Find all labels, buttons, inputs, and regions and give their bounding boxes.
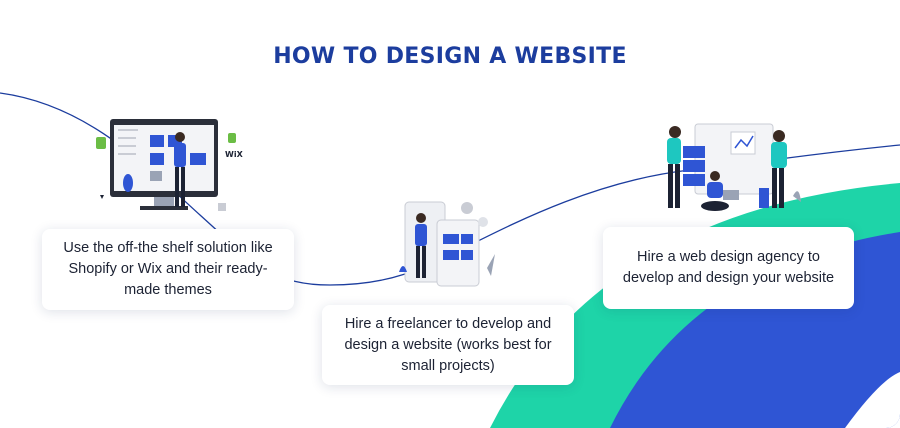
step-text: Use the off-the shelf solution like Shop… [63,240,273,298]
white-inner-curve [845,372,900,428]
freelancer-illustration [399,201,495,287]
step-card-freelancer: Hire a freelancer to develop and design … [322,305,574,385]
step-card-shopify-wix: Use the off-the shelf solution like Shop… [42,229,294,310]
page-title: HOW TO DESIGN A WEBSITE [273,44,627,69]
monitor-illustration: WiX [96,119,244,211]
step-card-agency: Hire a web design agency to develop and … [603,227,854,309]
agency-illustration [667,123,801,211]
wix-logo: WiX [225,150,244,159]
step-text: Hire a freelancer to develop and design … [344,315,552,374]
step-text: Hire a web design agency to develop and … [622,249,835,286]
